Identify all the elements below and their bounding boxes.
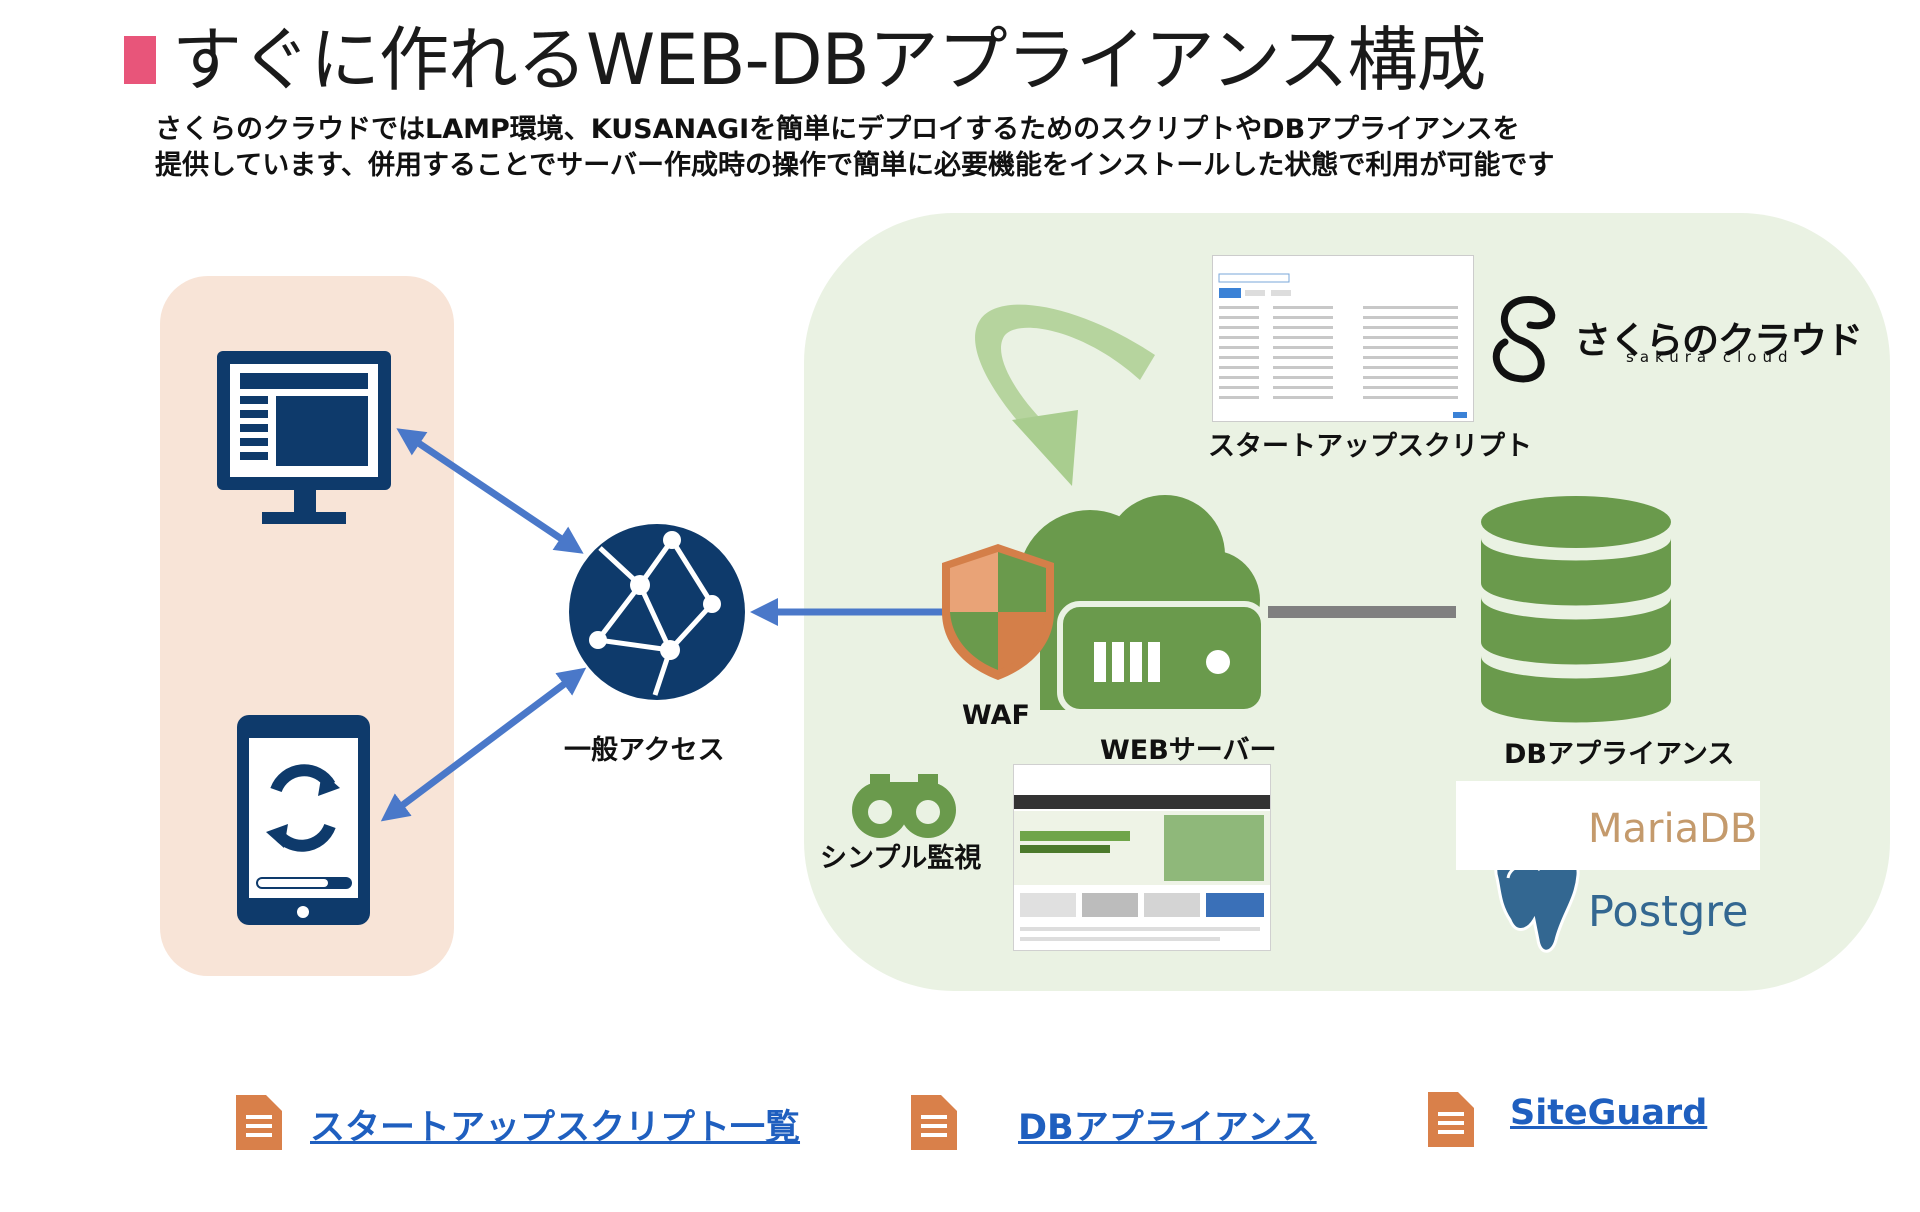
page-title: すぐに作れるWEB-DBアプライアンス構成 [172,19,1486,101]
server-db-connector [1268,606,1456,618]
description-line-1: さくらのクラウドではLAMP環境、KUSANAGIを簡単にデプロイするためのスク… [155,114,1520,145]
simple-monitoring-label: シンプル監視 [820,843,982,874]
web-page-image [1014,765,1270,950]
general-access-label: 一般アクセス [564,735,725,766]
sakura-cloud-logo-subtext: sakura cloud [1626,348,1794,366]
desktop-monitor-icon [217,351,391,524]
tablet-icon [237,715,370,925]
web-server-icon [1018,495,1267,715]
binoculars-icon [852,774,956,838]
database-icon [1481,496,1671,723]
sakura-cloud-logo-icon [1492,296,1556,383]
title-accent-bar [124,36,156,84]
startup-script-label: スタートアップスクリプト [1208,431,1532,462]
startup-script-list-image [1213,256,1473,421]
db-appliance-link[interactable]: DBアプライアンス [1018,1108,1317,1148]
document-icon [1428,1092,1474,1147]
web-page-screenshot [1013,764,1271,951]
postgre-logo-text: Postgre [1588,887,1749,937]
access-arrows [380,428,970,822]
globe-icon [569,524,745,700]
description-line-2: 提供しています、併用することでサーバー作成時の操作で簡単に必要機能をインストール… [155,150,1555,181]
deploy-curved-arrow [975,304,1155,486]
startup-script-screenshot [1212,255,1474,422]
document-icon [236,1095,282,1150]
web-server-label: WEBサーバー [1100,735,1277,766]
sakura-cloud-logo-text: さくらのクラウド [1574,319,1863,362]
waf-shield-icon [942,544,1054,680]
mariadb-logo-text: MariaDB [1588,806,1758,852]
db-appliance-label: DBアプライアンス [1504,739,1735,770]
document-icon [911,1095,957,1150]
startup-script-list-link[interactable]: スタートアップスクリプト一覧 [310,1108,801,1148]
siteguard-link[interactable]: SiteGuard [1510,1093,1708,1133]
waf-label: WAF [962,700,1030,731]
mariadb-logo-box [1456,781,1760,870]
